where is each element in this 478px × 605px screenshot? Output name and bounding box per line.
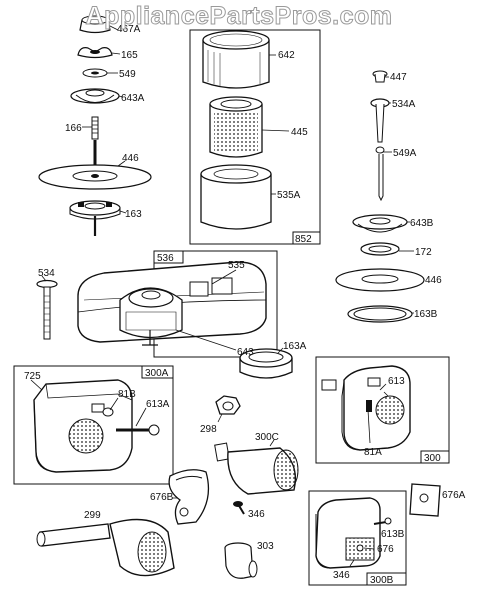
bolt-534 (36, 275, 58, 340)
label-163b: 163B (414, 309, 438, 320)
label-549: 549 (119, 69, 136, 80)
box-300a-tag (141, 365, 174, 379)
label-346-mid: 346 (248, 509, 265, 520)
leaders-852 (261, 54, 290, 195)
part-labels: 467A 165 549 643A 166 446 163 642 445 53… (24, 24, 466, 586)
deflector-676b (168, 469, 210, 525)
label-446-left: 446 (122, 153, 139, 164)
label-643b: 643B (410, 218, 434, 229)
leaders-300a (30, 379, 147, 427)
leaders-top-left (82, 24, 127, 214)
label-535a: 535A (277, 190, 301, 201)
box-536-tag (153, 250, 184, 264)
screw-447 (372, 70, 388, 83)
washer-549 (82, 68, 108, 78)
label-300a: 300A (145, 368, 169, 379)
plate-446-right (335, 268, 425, 292)
label-676a: 676A (442, 490, 466, 501)
wing-nut-165 (77, 47, 113, 59)
label-300c: 300C (255, 432, 279, 443)
label-165: 165 (121, 50, 138, 61)
gasket-163b (347, 305, 413, 323)
label-163a: 163A (283, 341, 307, 352)
nut-298 (215, 395, 241, 423)
label-298: 298 (200, 424, 217, 435)
label-535: 535 (228, 260, 245, 271)
label-643a: 643A (121, 93, 145, 104)
label-642: 642 (278, 50, 295, 61)
muffler-300c (214, 439, 299, 495)
label-299: 299 (84, 510, 101, 521)
filter-cover-642 (202, 30, 270, 89)
label-303: 303 (257, 541, 274, 552)
rod-assembly-534a-549a (370, 98, 390, 202)
muffler-300 (321, 365, 411, 451)
leaders-300 (367, 383, 387, 444)
screw-346 (233, 501, 245, 515)
label-447: 447 (390, 72, 407, 83)
label-81b: 81B (118, 389, 136, 400)
label-172: 172 (415, 247, 432, 258)
label-445: 445 (291, 127, 308, 138)
seal-172 (360, 242, 400, 256)
plate-676a (409, 483, 441, 517)
cover-643b (352, 214, 408, 233)
label-676: 676 (377, 544, 394, 555)
muffler-299 (36, 518, 175, 577)
label-852: 852 (295, 234, 312, 245)
collar-163a (239, 347, 293, 379)
label-446-right: 446 (425, 275, 442, 286)
filter-element-445 (209, 96, 263, 158)
label-346-box: 346 (333, 570, 350, 581)
muffler-300a (33, 379, 160, 473)
box-300 (315, 356, 450, 464)
muffler-300b (315, 497, 392, 569)
gasket-163 (69, 200, 121, 236)
leaders-536 (175, 269, 237, 351)
leaders-300b (349, 547, 375, 567)
label-536: 536 (157, 253, 174, 264)
label-549a: 549A (393, 148, 417, 159)
label-163: 163 (125, 209, 142, 220)
label-467a: 467A (117, 24, 141, 35)
box-852-tag (292, 231, 321, 245)
box-852 (189, 29, 321, 245)
cover-643a (70, 88, 120, 104)
elbow-303 (224, 542, 258, 579)
box-300b (308, 490, 407, 586)
label-676b: 676B (150, 492, 174, 503)
carb-assembly-643 (119, 277, 233, 346)
label-534a: 534A (392, 99, 416, 110)
label-725: 725 (24, 371, 41, 382)
box-300b-tag (366, 572, 407, 586)
label-613: 613 (388, 376, 405, 387)
label-81a: 81A (364, 447, 382, 458)
label-300: 300 (424, 453, 441, 464)
base-plate-446 (38, 140, 152, 190)
leaders-right (383, 76, 414, 314)
stud-166 (91, 116, 99, 140)
label-166: 166 (65, 123, 82, 134)
label-300b: 300B (370, 575, 394, 586)
cover-nut-467a (79, 15, 111, 34)
label-643: 643 (237, 347, 254, 358)
label-613a: 613A (146, 399, 170, 410)
label-613b: 613B (381, 529, 405, 540)
pre-cleaner-535a (200, 164, 272, 230)
label-534: 534 (38, 268, 55, 279)
box-300-tag (420, 450, 450, 464)
box-300a (13, 365, 174, 485)
